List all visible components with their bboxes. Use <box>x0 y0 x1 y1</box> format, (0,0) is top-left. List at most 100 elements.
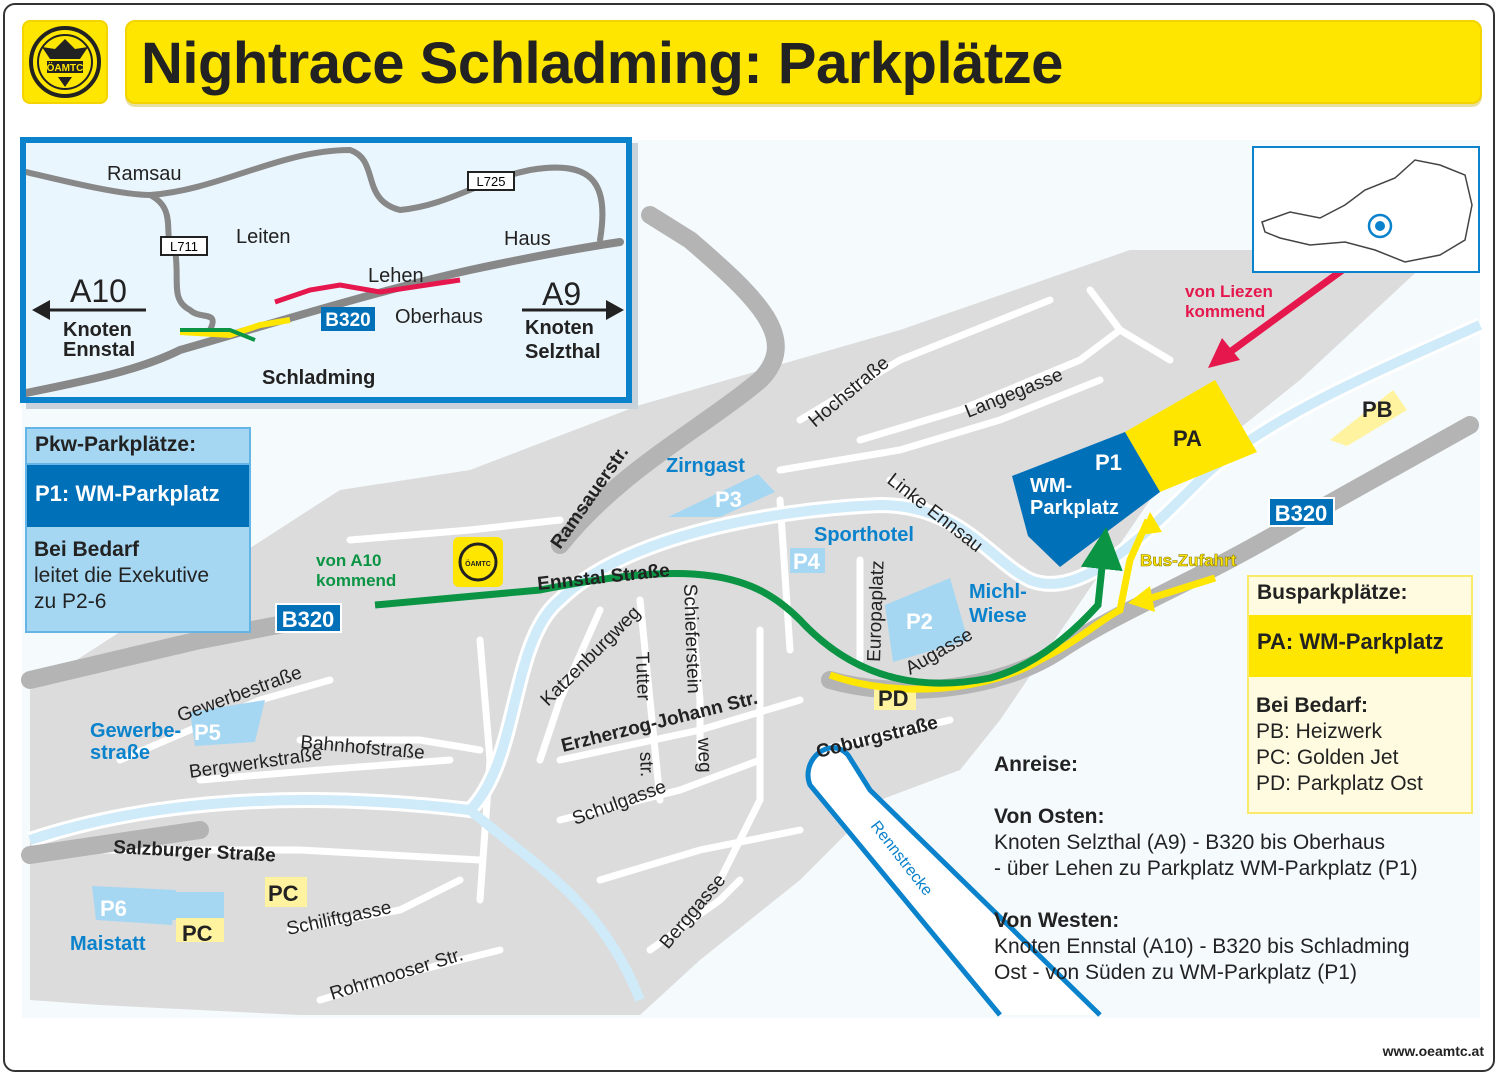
legend-title: Busparkplätze: <box>1257 581 1408 604</box>
legend-main-parking: P1: WM-Parkplatz <box>27 465 249 527</box>
label-von-liezen: von Liezen <box>1185 282 1273 301</box>
austria-outline <box>1261 159 1473 263</box>
label-pc: PC <box>268 881 299 906</box>
inset-shield-l711: L711 <box>160 236 208 256</box>
svg-text:A10: A10 <box>70 273 127 309</box>
austria-locator-map <box>1252 146 1480 273</box>
arrow-icon <box>1128 586 1155 612</box>
label-gewerbe: Gewerbe- <box>90 720 181 742</box>
label-parkplatz: Parkplatz <box>1030 497 1119 519</box>
label-wm: WM- <box>1030 475 1072 497</box>
website-link[interactable]: www.oeamtc.at <box>1382 1043 1484 1059</box>
road-shield-b320-east: B320 <box>1268 497 1335 527</box>
legend-need-title: Bei Bedarf: <box>1256 694 1369 717</box>
parking-pc-2 <box>176 918 224 942</box>
road-shield-b320-west: B320 <box>275 603 342 633</box>
inset-label-leiten: Leiten <box>236 226 291 248</box>
svg-text:A9: A9 <box>542 276 581 312</box>
parking-pa <box>1125 380 1257 492</box>
label-zirngast: Zirngast <box>666 455 745 477</box>
town-area <box>30 250 1440 1015</box>
street-str: str. <box>635 751 657 777</box>
street-tutter: Tutter <box>631 651 654 701</box>
label-kommend: kommend <box>1185 302 1265 321</box>
svg-text:Selzthal: Selzthal <box>525 341 601 363</box>
parking-pb <box>1330 390 1407 446</box>
label-pb: PB <box>1362 397 1393 422</box>
directions-line: - über Lehen zu Parkplatz WM-Parkplatz (… <box>994 857 1418 880</box>
directions-line: Ost - von Süden zu WM-Parkplatz (P1) <box>994 961 1357 984</box>
parking-p4 <box>790 548 825 573</box>
label-pc: PC <box>182 921 213 946</box>
svg-text:Knoten: Knoten <box>525 317 594 339</box>
parking-pc-1 <box>265 877 307 907</box>
overview-inset-map: Ramsau Leiten Lehen Haus Oberhaus Schlad… <box>20 137 632 403</box>
legend-line: PC: Golden Jet <box>1256 746 1399 769</box>
svg-text:ÖAMTC: ÖAMTC <box>465 559 491 568</box>
inset-label-lehen: Lehen <box>368 265 424 287</box>
svg-text:Ennstal: Ennstal <box>63 339 135 361</box>
page-title: Nightrace Schladming: Parkplätze <box>141 31 1063 96</box>
svg-text:B320: B320 <box>325 310 370 331</box>
label-sporthotel: Sporthotel <box>814 524 914 546</box>
inset-label-haus: Haus <box>504 228 551 250</box>
label-maistatt: Maistatt <box>70 933 146 955</box>
car-parking-legend: Pkw-Parkplätze: P1: WM-Parkplatz Bei Bed… <box>25 427 251 633</box>
directions-west-title: Von Westen: <box>994 909 1120 932</box>
label-von-a10: von A10 <box>316 551 382 570</box>
title-bar: Nightrace Schladming: Parkplätze <box>125 20 1482 104</box>
label-p4: P4 <box>793 549 821 574</box>
svg-text:ÖAMTC: ÖAMTC <box>47 61 84 74</box>
svg-text:L725: L725 <box>477 174 506 189</box>
svg-text:B320: B320 <box>282 607 335 632</box>
legend-title: Pkw-Parkplätze: <box>27 429 249 465</box>
directions-line: Knoten Selzthal (A9) - B320 bis Oberhaus <box>994 831 1386 854</box>
parking-pc-area <box>172 892 224 920</box>
inset-east-a9: A9 Knoten Selzthal <box>522 276 624 363</box>
label-p1: P1 <box>1095 450 1122 475</box>
parking-p1 <box>1012 432 1160 567</box>
ski-race-track <box>805 745 1102 1017</box>
legend-main-parking: PA: WM-Parkplatz <box>1249 615 1471 677</box>
label-bus-zufahrt: Bus-Zufahrt <box>1140 551 1237 570</box>
street-weg: weg <box>693 736 715 773</box>
parking-p6 <box>92 886 176 925</box>
parking-p5 <box>190 700 265 746</box>
oeamtc-location-icon: ÖAMTC <box>453 537 503 587</box>
label-kommend: kommend <box>316 571 396 590</box>
route-green <box>374 527 1123 687</box>
river-talbach <box>466 806 645 1002</box>
route-yellow-bus-arrow <box>1143 574 1217 604</box>
oeamtc-logo: ÖAMTC <box>22 20 108 104</box>
arrow-icon <box>1208 338 1240 368</box>
label-michl: Michl- <box>969 581 1027 603</box>
inset-label-ramsau: Ramsau <box>107 163 181 185</box>
arrow-icon <box>1140 512 1162 535</box>
parking-p3 <box>668 474 775 517</box>
inset-shield-l725: L725 <box>467 171 515 191</box>
minor-streets <box>96 286 1174 1004</box>
svg-text:L711: L711 <box>170 239 198 254</box>
bus-parking-legend: Busparkplätze: PA: WM-Parkplatz Bei Beda… <box>1247 575 1473 814</box>
directions-title: Anreise: <box>994 753 1079 776</box>
label-pa: PA <box>1173 426 1202 451</box>
arrival-directions: Anreise: Von Osten: Knoten Selzthal (A9)… <box>994 752 1418 986</box>
arrow-right-icon <box>606 300 624 320</box>
label-p2: P2 <box>906 609 933 634</box>
legend-line: PD: Parkplatz Ost <box>1256 772 1423 795</box>
arrow-left-icon <box>32 300 50 320</box>
directions-line: Knoten Ennstal (A10) - B320 bis Schladmi… <box>994 935 1410 958</box>
legend-line: zu P2-6 <box>34 590 107 613</box>
label-wiese: Wiese <box>969 605 1027 627</box>
inset-shield-b320: B320 <box>321 307 375 331</box>
legend-need-title: Bei Bedarf <box>34 538 140 561</box>
svg-text:B320: B320 <box>1275 501 1328 526</box>
street-europaplatz: Europaplatz <box>864 560 889 662</box>
inset-label-oberhaus: Oberhaus <box>395 306 483 328</box>
label-p5: P5 <box>194 720 221 745</box>
label-p3: P3 <box>715 487 742 512</box>
inset-west-a10: A10 Knoten Ennstal <box>32 273 146 361</box>
legend-line: leitet die Exekutive <box>34 564 210 587</box>
svg-text:Knoten: Knoten <box>63 319 132 341</box>
